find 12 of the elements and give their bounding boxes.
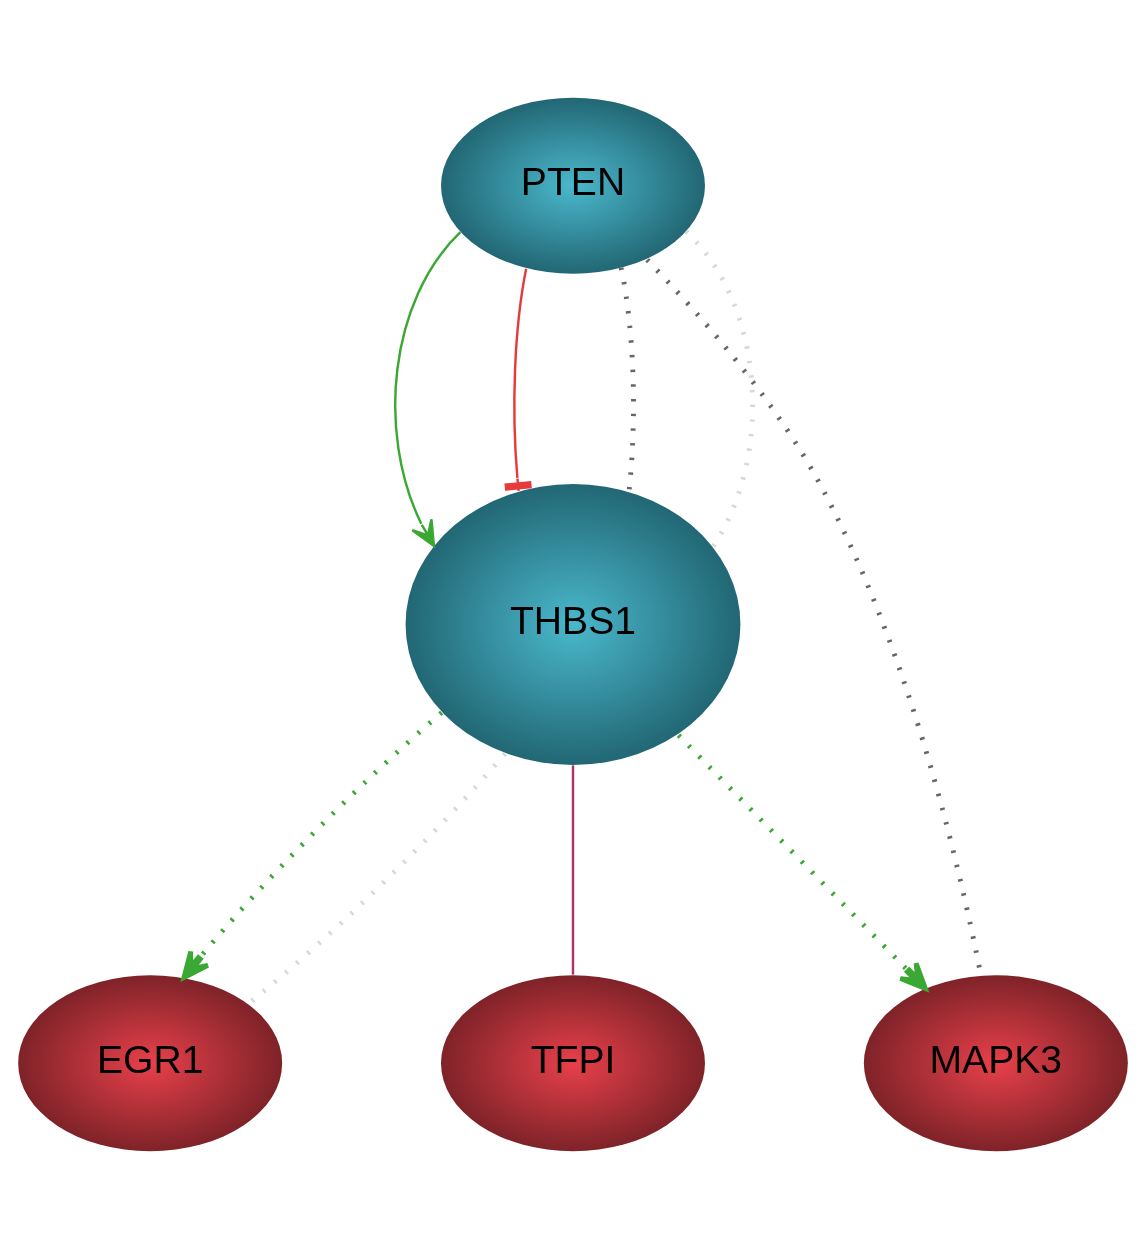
connector <box>618 266 636 492</box>
arrow <box>181 710 444 980</box>
connector <box>504 268 532 491</box>
node-ellipse: EGR1 <box>18 974 283 1151</box>
node-ellipse: MAPK3 <box>863 974 1128 1151</box>
arrow <box>394 230 462 547</box>
arrow <box>676 733 928 991</box>
node-ellipse: PTEN <box>441 97 705 274</box>
connector <box>571 764 575 975</box>
connector <box>684 229 755 548</box>
node-ellipse: TFPI <box>441 974 705 1151</box>
node-ellipse: THBS1 <box>405 483 741 765</box>
